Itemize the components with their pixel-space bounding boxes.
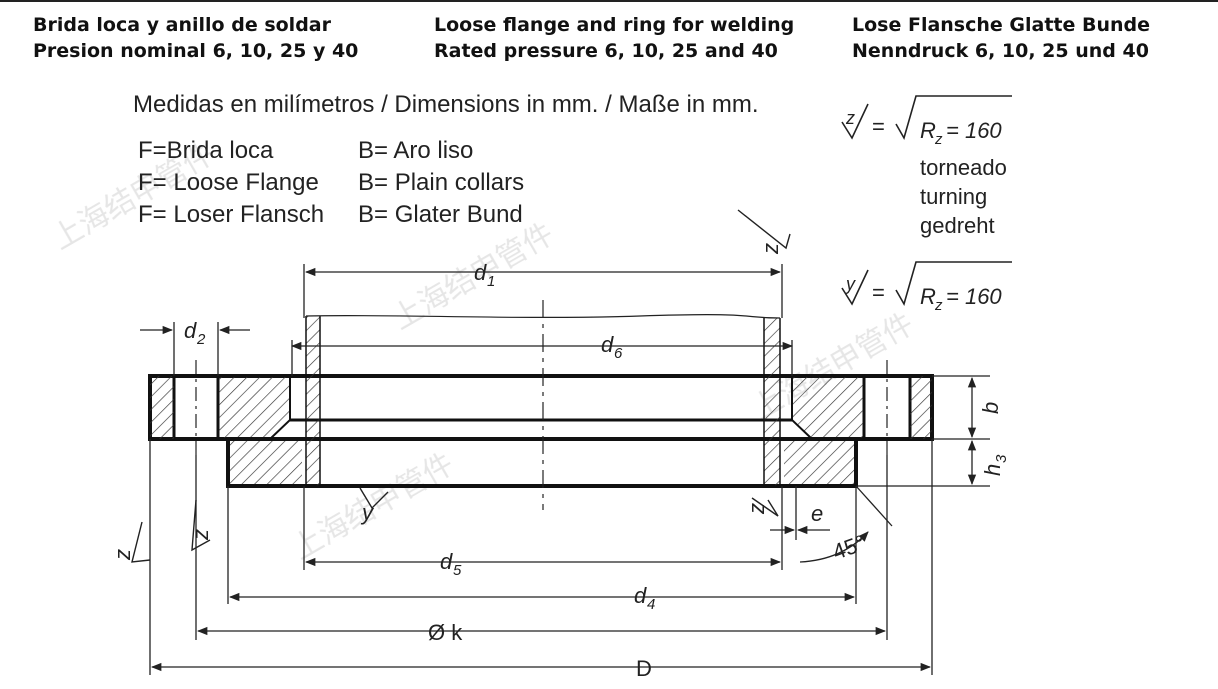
roughness-y-radical-icon	[895, 261, 1012, 307]
roughness-z-sub: z	[934, 131, 943, 148]
y-mark-label: y	[360, 500, 375, 525]
h3-label: h	[980, 464, 1005, 476]
roughness-y-symbol: y	[844, 274, 856, 294]
legend-b-es: B= Aro liso	[358, 137, 473, 164]
header-german: Lose Flansche Glatte Bunde Nenndruck 6, …	[852, 12, 1150, 64]
legend-b-en: B= Plain collars	[358, 169, 524, 196]
dimension-lines	[140, 264, 990, 675]
k-label: Ø k	[428, 620, 463, 645]
angle-label: 45°	[829, 530, 869, 565]
header-spanish: Brida loca y anillo de soldar Presion no…	[33, 12, 358, 64]
units-note: Medidas en milímetros / Dimensions in mm…	[133, 91, 759, 118]
roughness-y: y = R z = 160	[841, 261, 1012, 314]
roughness-z-num: = 160	[946, 118, 1002, 143]
surface-mark-y-icon	[359, 487, 389, 510]
header-de-pressure: Nenndruck 6, 10, 25 und 40	[852, 40, 1149, 62]
z-mark-label-left: z	[110, 549, 135, 561]
legend-f-es: F=Brida loca	[138, 137, 274, 164]
pipe-wall-left	[305, 316, 321, 487]
d2-label: d	[184, 318, 197, 343]
d1-sub: 1	[487, 273, 495, 290]
roughness-z-symbol: z	[845, 108, 855, 128]
b-label: b	[978, 402, 1003, 414]
flange-hatch-left	[217, 375, 291, 440]
roughness-note-en: turning	[920, 184, 987, 209]
roughness-z: z = R z = 160 torneado turning gedreht	[841, 95, 1012, 238]
z-mark-label-k: z	[188, 529, 213, 541]
roughness-z-radical-icon	[895, 95, 1012, 141]
chamfer-ref-line	[855, 485, 893, 527]
legend-f-de: F= Loser Flansch	[138, 201, 324, 228]
header-es-title: Brida loca y anillo de soldar	[33, 14, 331, 36]
collar-hatch-left	[230, 441, 302, 484]
flange-section	[148, 300, 934, 510]
header-english: Loose flange and ring for welding Rated …	[434, 12, 794, 64]
surface-mark-z-left-icon	[131, 521, 151, 563]
d5-label: d	[440, 549, 453, 574]
h3-sub: 3	[993, 454, 1010, 463]
roughness-note-de: gedreht	[920, 213, 995, 238]
roughness-z-check-icon	[841, 103, 869, 140]
roughness-z-R: R	[920, 118, 936, 143]
surface-mark-z-bottom-icon	[751, 497, 779, 517]
angle-arc	[799, 531, 869, 563]
roughness-y-num: = 160	[946, 284, 1002, 309]
d4-sub: 4	[647, 596, 655, 613]
top-rule	[0, 0, 1218, 2]
roughness-y-R: R	[920, 284, 936, 309]
roughness-y-sub: z	[934, 297, 943, 314]
plain-collar-outline	[226, 437, 858, 488]
d4-label: d	[634, 583, 647, 608]
roughness-z-eq: =	[872, 114, 885, 139]
z-mark-label-bottom: z	[744, 503, 769, 515]
z-mark-label-top: z	[758, 243, 783, 255]
surface-mark-z-top-icon	[737, 209, 791, 250]
e-label: e	[811, 501, 823, 526]
d6-label: d	[601, 332, 614, 357]
flange-hatch-right-outer	[910, 376, 932, 439]
pipe-break-line	[305, 314, 781, 319]
pipe-wall-right	[763, 318, 781, 487]
header-es-pressure: Presion nominal 6, 10, 25 y 40	[33, 40, 359, 62]
legend-b-de: B= Glater Bund	[358, 201, 523, 228]
roughness-y-eq: =	[872, 280, 885, 305]
d6-sub: 6	[614, 345, 623, 362]
d5-sub: 5	[453, 562, 462, 579]
legend: F=Brida loca B= Aro liso F= Loose Flange…	[138, 137, 524, 228]
flange-hatch-right	[791, 375, 865, 440]
surface-marks	[131, 209, 791, 563]
surface-mark-z-k-icon	[191, 499, 211, 552]
flange-hatch-left-outer	[150, 376, 174, 439]
D-label: D	[636, 656, 652, 681]
legend-f-en: F= Loose Flange	[138, 169, 319, 196]
header-en-title: Loose flange and ring for welding	[434, 14, 795, 36]
header-de-title: Lose Flansche Glatte Bunde	[852, 14, 1151, 36]
collar-hatch-right	[784, 441, 854, 484]
d1-label: d	[474, 260, 487, 285]
header-en-pressure: Rated pressure 6, 10, 25 and 40	[434, 40, 778, 62]
roughness-y-check-icon	[841, 269, 869, 306]
roughness-note-es: torneado	[920, 155, 1007, 180]
d2-sub: 2	[196, 331, 206, 348]
